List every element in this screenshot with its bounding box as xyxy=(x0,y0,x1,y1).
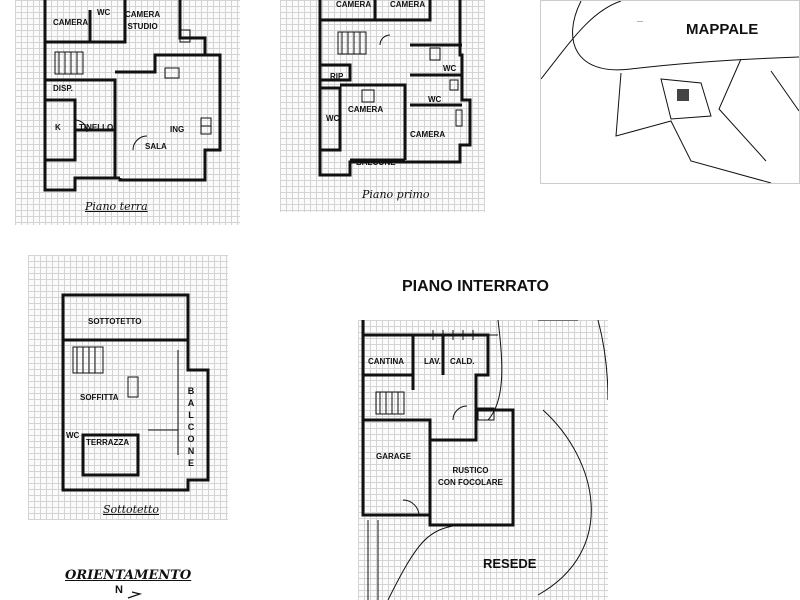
piano-primo-caption: Piano primo xyxy=(362,188,430,201)
piano-primo-plan: CAMERA CAMERA RIP WC WC WC CAMERA CAMERA… xyxy=(280,0,485,212)
room-label-camera: CAMERA xyxy=(53,18,89,27)
room-label-camera-studio-line1: CAMERA xyxy=(125,10,161,19)
room-label-k: K xyxy=(55,123,61,132)
piano-primo-walls xyxy=(318,0,472,177)
piano-terra-caption: Piano terra xyxy=(85,200,148,213)
room-label-cantina: CANTINA xyxy=(368,357,404,366)
mappale-title: MAPPALE xyxy=(686,21,759,38)
north-arrow-icon xyxy=(127,591,143,599)
balcone-letters: BALCONE xyxy=(187,386,195,468)
room-label-camera-right: CAMERA xyxy=(410,130,446,139)
room-label-wc: WC xyxy=(97,8,111,17)
room-label-camera-top-left: CAMERA xyxy=(336,0,372,9)
room-label-camera-studio-line2: STUDIO xyxy=(127,22,158,31)
svg-text:—: — xyxy=(637,19,643,25)
room-label-tinello: TINELLO xyxy=(79,123,114,132)
mappale-parcel-lines: — xyxy=(541,1,799,183)
room-label-resede: RESEDE xyxy=(483,556,537,571)
room-label-balcone: BALCONE xyxy=(356,158,396,167)
piano-interrato-plan: CANTINA LAV. CALD. GARAGE RUSTICO CON FO… xyxy=(358,320,608,600)
piano-terra-walls xyxy=(43,0,222,192)
north-letter: N xyxy=(115,584,123,596)
orientamento-label: ORIENTAMENTO xyxy=(65,568,192,583)
sottotetto-plan: SOTTOTETTO SOFFITTA WC TERRAZZA BALCONE … xyxy=(28,255,228,520)
room-label-rip: RIP xyxy=(330,72,344,81)
room-label-rustico-line1: RUSTICO xyxy=(452,466,489,475)
room-label-camera-studio: CAMERA STUDIO xyxy=(125,10,160,31)
room-label-rustico-line2: CON FOCOLARE xyxy=(438,478,503,487)
room-label-rustico: RUSTICO CON FOCOLARE xyxy=(438,466,503,487)
room-label-garage: GARAGE xyxy=(376,452,412,461)
room-label-camera-top-right: CAMERA xyxy=(390,0,426,9)
room-label-ing: ING xyxy=(170,125,185,134)
room-label-sala: SALA xyxy=(145,142,167,151)
room-label-soffitta: SOFFITTA xyxy=(80,393,119,402)
orientamento-box: ORIENTAMENTO N xyxy=(60,562,210,600)
sottotetto-caption: Sottotetto xyxy=(103,503,160,516)
room-label-balcone-vertical: BALCONE xyxy=(186,385,196,469)
room-label-sottotetto: SOTTOTETTO xyxy=(88,317,142,326)
room-label-wc-right-upper: WC xyxy=(443,64,457,73)
room-label-camera-center: CAMERA xyxy=(348,105,384,114)
room-label-disp: DISP. xyxy=(53,84,73,93)
room-label-lav: LAV. xyxy=(424,357,441,366)
sottotetto-walls xyxy=(61,293,210,492)
piano-interrato-walls xyxy=(361,320,608,600)
room-label-wc-left: WC xyxy=(326,114,340,123)
piano-terra-plan: CAMERA WC CAMERA STUDIO DISP. K TINELLO … xyxy=(15,0,240,225)
room-label-terrazza: TERRAZZA xyxy=(86,438,130,447)
room-label-wc-right-lower: WC xyxy=(428,95,442,104)
room-label-cald: CALD. xyxy=(450,357,475,366)
room-label-wc: WC xyxy=(66,431,80,440)
piano-interrato-title: PIANO INTERRATO xyxy=(402,278,549,295)
mappale-map: — MAPPALE xyxy=(540,0,800,184)
